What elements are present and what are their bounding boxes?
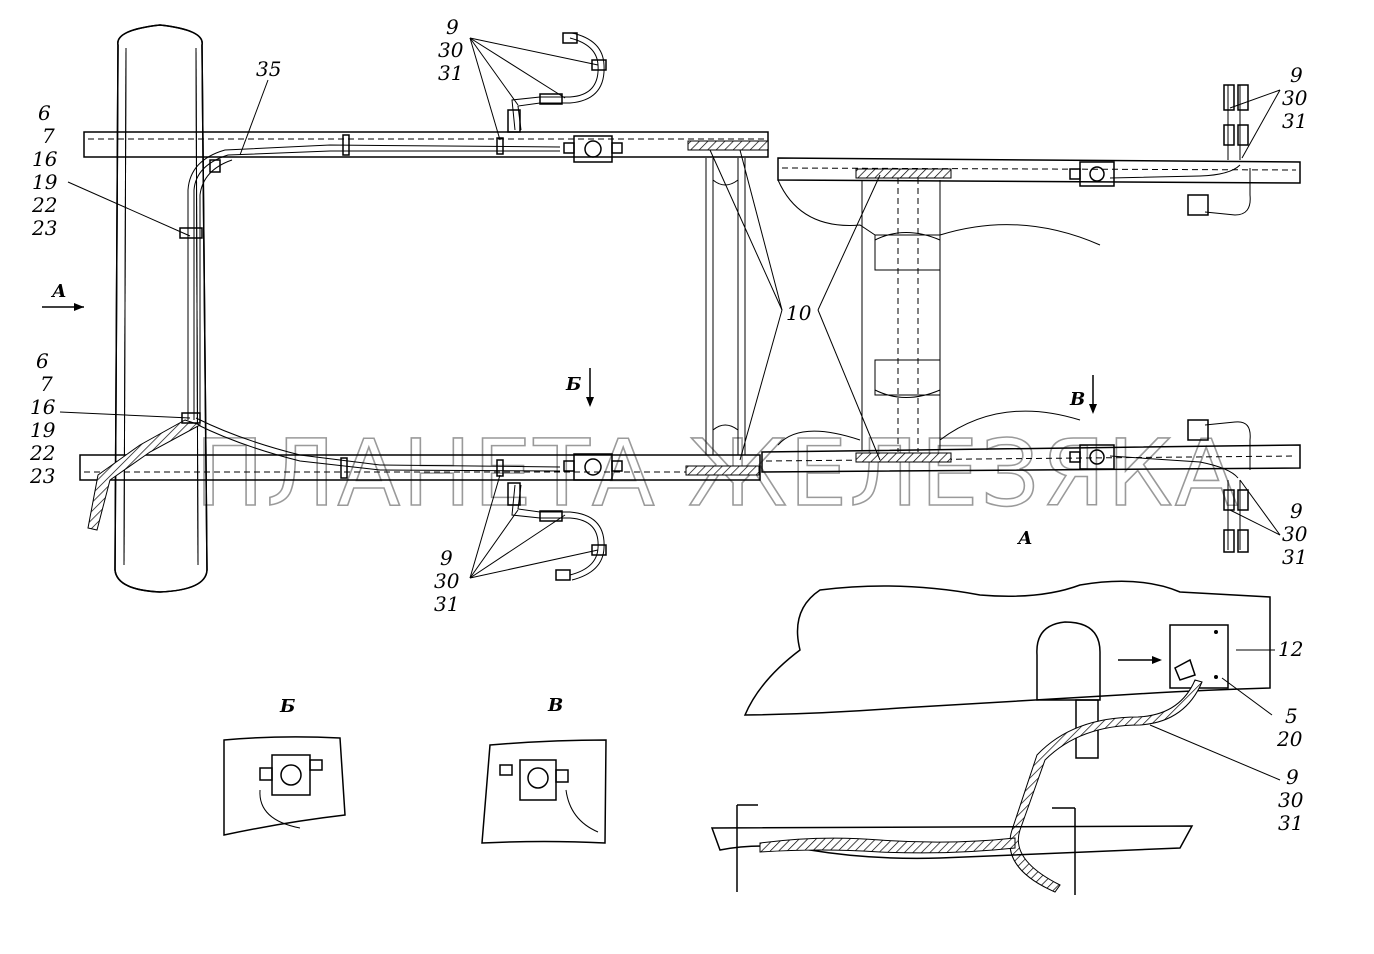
frame-upper-rail-left bbox=[83, 131, 769, 158]
label-35: 35 bbox=[256, 57, 281, 81]
label-top-mid-31: 31 bbox=[438, 61, 463, 85]
label-front-upper-23: 23 bbox=[31, 216, 57, 240]
crossmember-left bbox=[705, 158, 746, 455]
label-bottom-right-9: 9 bbox=[1290, 499, 1303, 523]
label-12: 12 bbox=[1278, 637, 1303, 661]
view-arrows bbox=[42, 303, 1097, 414]
view-v-title: В bbox=[547, 695, 563, 716]
label-front-lower-19: 19 bbox=[30, 418, 56, 442]
crossmember-right bbox=[777, 178, 1101, 452]
label-bottom-mid-9: 9 bbox=[440, 546, 453, 570]
front-wheel bbox=[114, 24, 208, 593]
frame-upper-rail-right bbox=[777, 157, 1301, 184]
label-front-lower-7: 7 bbox=[40, 372, 53, 396]
valve-unit-lower-right bbox=[1069, 444, 1115, 470]
label-20: 20 bbox=[1276, 727, 1303, 751]
connector-bottom-mid bbox=[507, 482, 607, 581]
frame-lower-rail-right bbox=[761, 444, 1301, 473]
label-front-upper-19: 19 bbox=[32, 170, 58, 194]
label-front-upper-7: 7 bbox=[42, 124, 55, 148]
connector-top-mid bbox=[507, 32, 607, 133]
leader-lines bbox=[59, 37, 1281, 579]
label-bottom-right-30: 30 bbox=[1282, 522, 1308, 546]
front-wheel-overlay bbox=[114, 24, 208, 593]
valve-unit-lower-left bbox=[563, 453, 623, 481]
hose-harness bbox=[87, 144, 1241, 531]
label-detail-a-30: 30 bbox=[1278, 788, 1304, 812]
valve-unit-upper-right bbox=[1069, 161, 1115, 187]
view-b-title: Б bbox=[279, 696, 295, 717]
label-detail-a-31: 31 bbox=[1278, 811, 1303, 835]
label-10: 10 bbox=[786, 301, 812, 325]
view-v-arrow-label: В bbox=[1069, 389, 1085, 410]
label-front-lower-23: 23 bbox=[29, 464, 55, 488]
label-top-mid-9: 9 bbox=[446, 15, 459, 39]
label-detail-a-9: 9 bbox=[1286, 765, 1299, 789]
label-bottom-right-31: 31 bbox=[1282, 545, 1307, 569]
label-front-lower-16: 16 bbox=[30, 395, 56, 419]
detail-a-view bbox=[710, 580, 1281, 895]
label-top-mid-30: 30 bbox=[438, 38, 464, 62]
connector-top-right bbox=[1187, 84, 1251, 216]
label-top-right-30: 30 bbox=[1282, 86, 1308, 110]
label-front-upper-6: 6 bbox=[38, 101, 51, 125]
detail-b-view bbox=[223, 736, 346, 836]
label-front-upper-22: 22 bbox=[31, 193, 57, 217]
label-front-lower-6: 6 bbox=[36, 349, 49, 373]
detail-v-view bbox=[481, 739, 607, 844]
label-front-lower-22: 22 bbox=[29, 441, 55, 465]
valve-unit-upper-left bbox=[563, 135, 623, 163]
label-bottom-mid-30: 30 bbox=[434, 569, 460, 593]
frame-lower-rail-left bbox=[79, 454, 761, 481]
view-a-arrow-label: А bbox=[50, 281, 67, 302]
view-a-title: А bbox=[1016, 528, 1033, 549]
label-top-right-9: 9 bbox=[1290, 63, 1303, 87]
view-b-arrow-label: Б bbox=[565, 374, 581, 395]
label-bottom-mid-31: 31 bbox=[434, 592, 459, 616]
label-front-upper-16: 16 bbox=[32, 147, 58, 171]
label-top-right-31: 31 bbox=[1282, 109, 1307, 133]
label-5: 5 bbox=[1285, 704, 1298, 728]
